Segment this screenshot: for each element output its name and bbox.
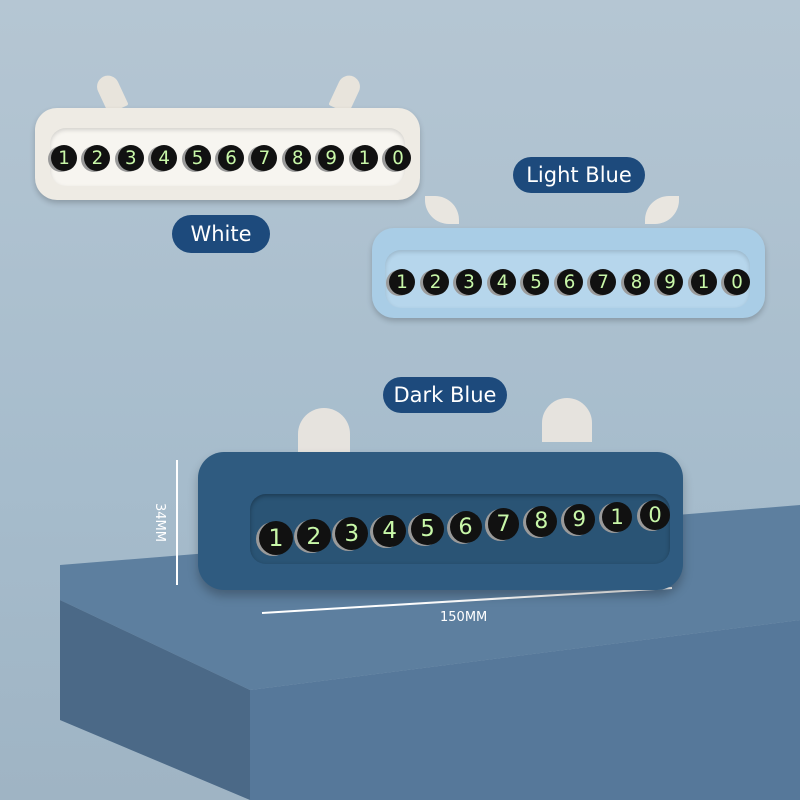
width-dimension-line <box>261 587 673 614</box>
label-light-blue: Light Blue <box>513 157 645 193</box>
digit-button[interactable]: 0 <box>385 145 411 171</box>
digit-button[interactable]: 3 <box>335 516 369 550</box>
digit-button[interactable]: 4 <box>151 145 178 171</box>
digit-button[interactable]: 3 <box>456 269 482 295</box>
digit-button[interactable]: 9 <box>318 145 345 171</box>
digit-button[interactable]: 9 <box>563 504 595 535</box>
digit-button[interactable]: 8 <box>284 145 311 171</box>
digit-button[interactable]: 6 <box>218 145 244 171</box>
digit-button[interactable]: 2 <box>84 145 111 171</box>
ear-left-icon <box>298 408 350 452</box>
digit-button[interactable]: 1 <box>601 502 633 533</box>
digit-button[interactable]: 6 <box>449 510 482 543</box>
digit-button[interactable]: 2 <box>422 269 449 295</box>
height-dimension-label: 34MM <box>151 503 167 542</box>
ear-right-icon <box>542 398 592 442</box>
digit-button[interactable]: 4 <box>489 269 516 295</box>
digit-button[interactable]: 2 <box>297 518 331 553</box>
digit-button[interactable]: 5 <box>523 269 549 295</box>
digit-button[interactable]: 1 <box>690 269 717 295</box>
shelf-front <box>250 620 800 800</box>
digit-button[interactable]: 7 <box>590 269 616 295</box>
digit-button[interactable]: 8 <box>525 506 557 538</box>
width-dimension-label: 150MM <box>440 610 488 625</box>
digit-button[interactable]: 7 <box>487 508 520 540</box>
digit-button[interactable]: 3 <box>117 145 144 171</box>
digit-button[interactable]: 1 <box>51 145 77 171</box>
label-white: White <box>172 215 270 253</box>
digit-button[interactable]: 1 <box>351 145 378 171</box>
digit-button[interactable]: 6 <box>556 269 583 295</box>
digit-button[interactable]: 9 <box>657 269 683 295</box>
digit-button[interactable]: 4 <box>373 514 407 548</box>
digit-button[interactable]: 0 <box>640 500 670 530</box>
digit-button[interactable]: 5 <box>184 145 211 171</box>
label-dark-blue: Dark Blue <box>383 377 507 413</box>
digit-button[interactable]: 1 <box>259 521 293 555</box>
digit-button[interactable]: 8 <box>623 269 650 295</box>
digit-button[interactable]: 5 <box>411 512 444 545</box>
shelf-side <box>60 600 250 800</box>
digit-button[interactable]: 1 <box>389 269 415 295</box>
digit-button[interactable]: 7 <box>251 145 278 171</box>
digit-button[interactable]: 0 <box>724 269 750 295</box>
